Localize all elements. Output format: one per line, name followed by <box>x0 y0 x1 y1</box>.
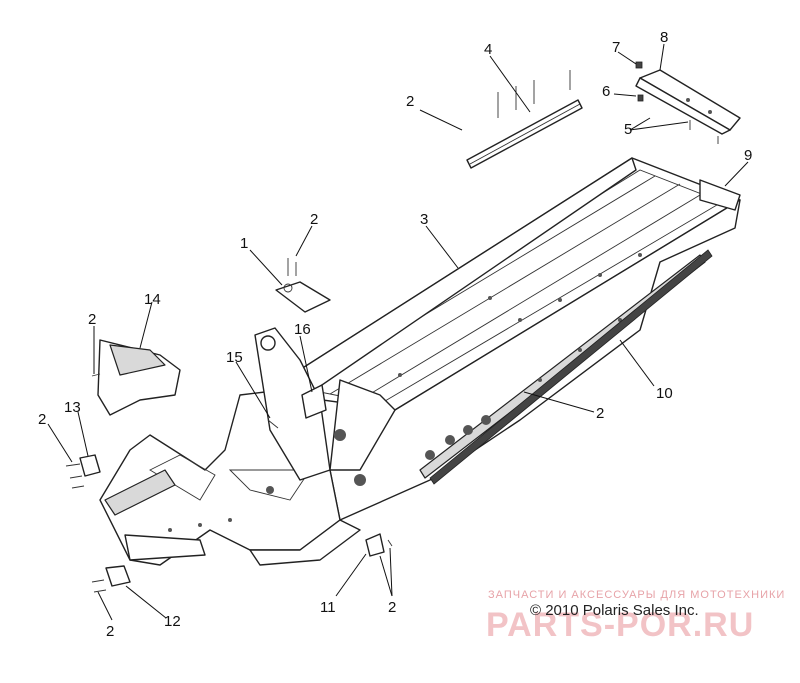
rear-flap <box>699 179 741 211</box>
bracket-13 <box>65 454 101 489</box>
bolt-15 <box>267 419 279 429</box>
callout-2-rail: 2 <box>406 93 414 110</box>
callout-2-bracket13: 2 <box>38 411 46 428</box>
callout-6: 6 <box>602 83 610 100</box>
callout-1: 1 <box>240 235 248 252</box>
callout-8: 8 <box>660 29 668 46</box>
callout-14: 14 <box>144 291 161 308</box>
rail-strip <box>466 70 583 169</box>
callout-7: 7 <box>612 39 620 56</box>
callout-3: 3 <box>420 211 428 228</box>
callout-2-bracket14: 2 <box>88 311 96 328</box>
watermark: ЗАПЧАСТИ И АКСЕССУАРЫ ДЛЯ МОТОТЕХНИКИ PA… <box>486 589 785 644</box>
callout-16: 16 <box>294 321 311 338</box>
callout-2-bracket12: 2 <box>106 623 114 640</box>
watermark-tagline: ЗАПЧАСТИ И АКСЕССУАРЫ ДЛЯ МОТОТЕХНИКИ <box>488 589 785 601</box>
callout-4: 4 <box>484 41 492 58</box>
callout-9: 9 <box>744 147 752 164</box>
callout-12: 12 <box>164 613 181 630</box>
callout-13: 13 <box>64 399 81 416</box>
callout-2-bracket11: 2 <box>388 599 396 616</box>
callout-2-side: 2 <box>596 405 604 422</box>
bracket-1 <box>275 258 331 313</box>
callout-11: 11 <box>320 599 336 616</box>
callout-5: 5 <box>624 121 632 138</box>
callout-2-bracket1: 2 <box>310 211 318 228</box>
bracket-11 <box>365 533 393 557</box>
bracket-12 <box>91 565 131 593</box>
copyright-text: © 2010 Polaris Sales Inc. <box>530 602 699 619</box>
bracket-14 <box>91 339 181 416</box>
callout-10: 10 <box>656 385 673 402</box>
running-board <box>429 249 713 485</box>
callout-labels: 1 2 2 2 2 2 2 2 3 4 5 6 7 8 9 10 11 12 1… <box>38 29 752 640</box>
watermark-logo: PARTS-POR.RU <box>486 606 754 644</box>
callout-15: 15 <box>226 349 243 366</box>
leader-lines <box>47 43 749 621</box>
rear-bracket <box>635 61 741 144</box>
bracket-16 <box>301 384 327 419</box>
